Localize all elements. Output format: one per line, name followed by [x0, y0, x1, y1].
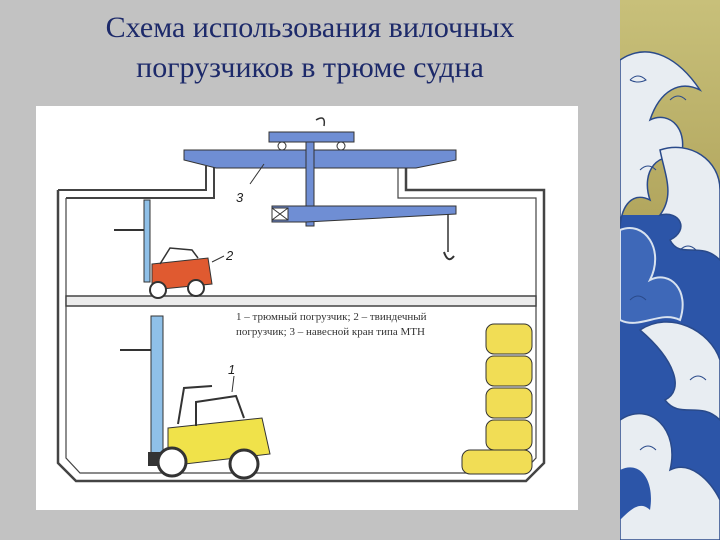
cargo-bale: [486, 388, 532, 418]
ship-hold-diagram: 3 2 1: [36, 106, 578, 510]
label-3: 3: [236, 190, 244, 205]
label-1-leader: [232, 376, 234, 392]
hold-forklift: 1: [120, 316, 270, 478]
hold-forklift-wheel-front: [158, 448, 186, 476]
crane: 3: [184, 118, 456, 259]
label-2-leader: [212, 256, 224, 262]
slide-title: Схема использования вилочных погрузчиков…: [0, 8, 620, 88]
cargo-stack: [462, 324, 532, 474]
tweendeck: [66, 296, 536, 306]
tweendeck-forklift: 2: [114, 200, 234, 298]
cargo-bale: [486, 420, 532, 450]
hatch-coaming-left: [58, 166, 214, 198]
tweendeck-forklift-wheel-rear: [188, 280, 204, 296]
label-2: 2: [225, 248, 234, 263]
hold-forklift-mast: [151, 316, 163, 464]
wave-decoration: [620, 0, 720, 540]
label-1: 1: [228, 362, 235, 377]
tweendeck-forklift-mast: [144, 200, 150, 282]
title-line-2: погрузчиков в трюме судна: [0, 48, 620, 88]
crane-top-frame: [269, 132, 354, 142]
crane-hook: [444, 252, 454, 259]
figure-caption: 1 – трюмный погрузчик; 2 – твиндечный по…: [236, 310, 476, 340]
crane-wheel-left: [278, 142, 286, 150]
cargo-bale: [486, 356, 532, 386]
cargo-bale: [486, 324, 532, 354]
diagram-svg: 3 2 1: [36, 106, 578, 510]
tweendeck-forklift-wheel-front: [150, 282, 166, 298]
crane-wheel-right: [337, 142, 345, 150]
hold-forklift-wheel-rear: [230, 450, 258, 478]
title-line-1: Схема использования вилочных: [0, 8, 620, 48]
cargo-bale: [462, 450, 532, 474]
crane-bridge: [184, 150, 456, 168]
crane-boom: [272, 206, 456, 222]
crane-hook-top: [316, 118, 324, 126]
